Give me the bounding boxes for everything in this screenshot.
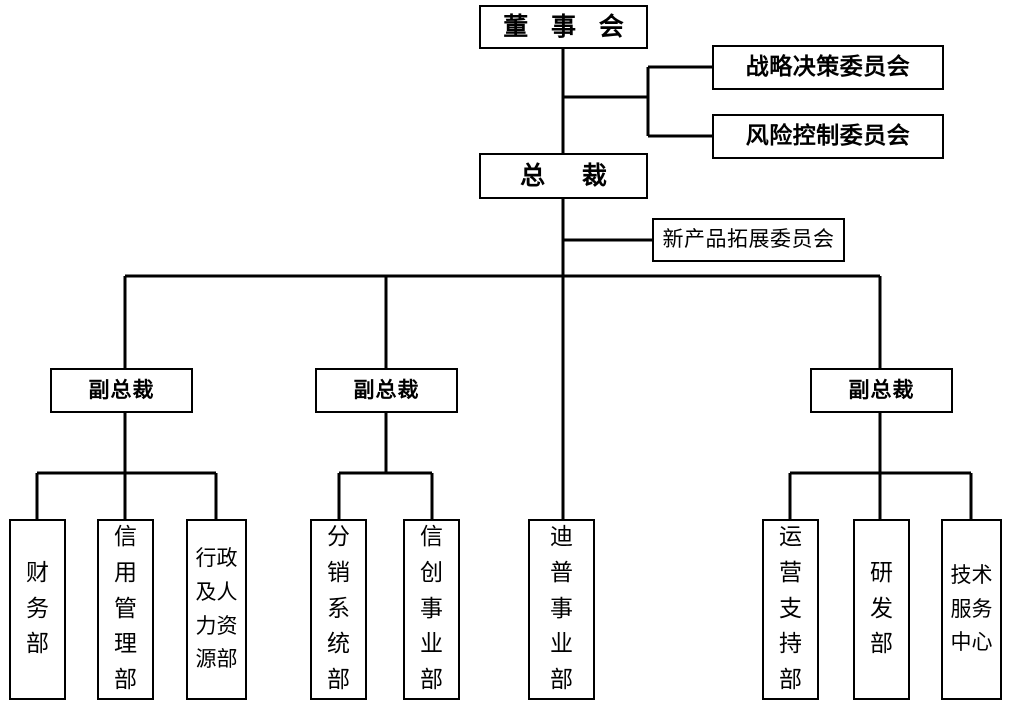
- node-dept-finance-label: 财 务 部: [26, 560, 49, 658]
- node-dept-tech-service-label: 技术 服务 中心: [950, 563, 993, 655]
- node-dept-finance[interactable]: 财 务 部: [9, 519, 66, 700]
- node-dept-operations[interactable]: 运 营 支 持 部: [762, 519, 819, 700]
- node-dept-credit-label: 信 用 管 理 部: [114, 524, 137, 693]
- node-dept-tech-service[interactable]: 技术 服务 中心: [941, 519, 1002, 700]
- node-risk-committee[interactable]: 风险控制委员会: [712, 114, 944, 159]
- node-dept-xinchuang-label: 信 创 事 业 部: [420, 524, 443, 693]
- node-dept-rnd[interactable]: 研 发 部: [853, 519, 910, 700]
- node-board-label: 董 事 会: [503, 11, 631, 41]
- node-new-product-committee-label: 新产品拓展委员会: [662, 227, 835, 252]
- node-dept-dptech-label: 迪 普 事 业 部: [550, 524, 573, 693]
- node-strategy-committee[interactable]: 战略决策委员会: [712, 45, 944, 90]
- node-board[interactable]: 董 事 会: [479, 5, 648, 49]
- node-dept-operations-label: 运 营 支 持 部: [779, 524, 802, 693]
- node-new-product-committee[interactable]: 新产品拓展委员会: [652, 218, 845, 262]
- node-vp-left-label: 副总裁: [88, 377, 155, 402]
- node-dept-dptech[interactable]: 迪 普 事 业 部: [528, 519, 595, 700]
- node-dept-distribution[interactable]: 分 销 系 统 部: [310, 519, 367, 700]
- node-vp-middle-label: 副总裁: [353, 377, 420, 402]
- node-vp-left[interactable]: 副总裁: [50, 368, 193, 413]
- node-vp-right-label: 副总裁: [848, 377, 915, 402]
- node-dept-credit[interactable]: 信 用 管 理 部: [97, 519, 154, 700]
- node-dept-admin-hr-label: 行政 及人 力资 源部: [195, 546, 238, 672]
- node-president[interactable]: 总 裁: [479, 153, 648, 199]
- node-risk-committee-label: 风险控制委员会: [745, 122, 911, 149]
- node-dept-rnd-label: 研 发 部: [870, 560, 893, 658]
- node-vp-right[interactable]: 副总裁: [810, 368, 953, 413]
- node-dept-xinchuang[interactable]: 信 创 事 业 部: [403, 519, 460, 700]
- node-president-label: 总 裁: [520, 160, 621, 190]
- node-strategy-committee-label: 战略决策委员会: [745, 53, 911, 80]
- node-dept-distribution-label: 分 销 系 统 部: [327, 524, 350, 693]
- node-vp-middle[interactable]: 副总裁: [315, 368, 458, 413]
- node-dept-admin-hr[interactable]: 行政 及人 力资 源部: [186, 519, 247, 700]
